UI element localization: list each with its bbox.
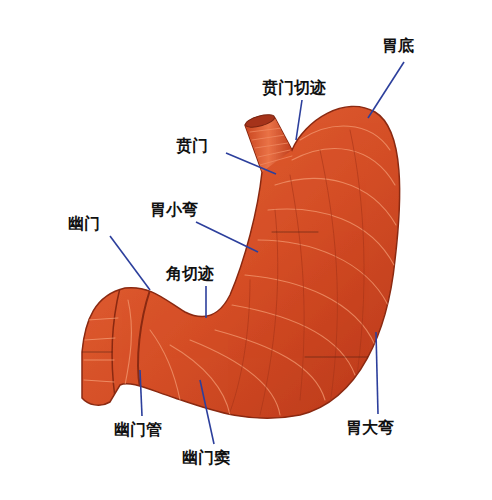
- part-label: 胃大弯: [346, 418, 394, 437]
- part-label: 贲门: [176, 136, 208, 155]
- part-label: 贲门切迹: [262, 78, 326, 97]
- part-label: 幽门管: [114, 420, 162, 439]
- part-label: 角切迹: [166, 264, 214, 283]
- leader-lines: [110, 62, 404, 444]
- part-label: 幽门窦: [182, 448, 230, 467]
- part-label: 幽门: [68, 214, 100, 233]
- part-label: 胃小弯: [150, 200, 198, 219]
- part-label: 胃底: [382, 36, 414, 55]
